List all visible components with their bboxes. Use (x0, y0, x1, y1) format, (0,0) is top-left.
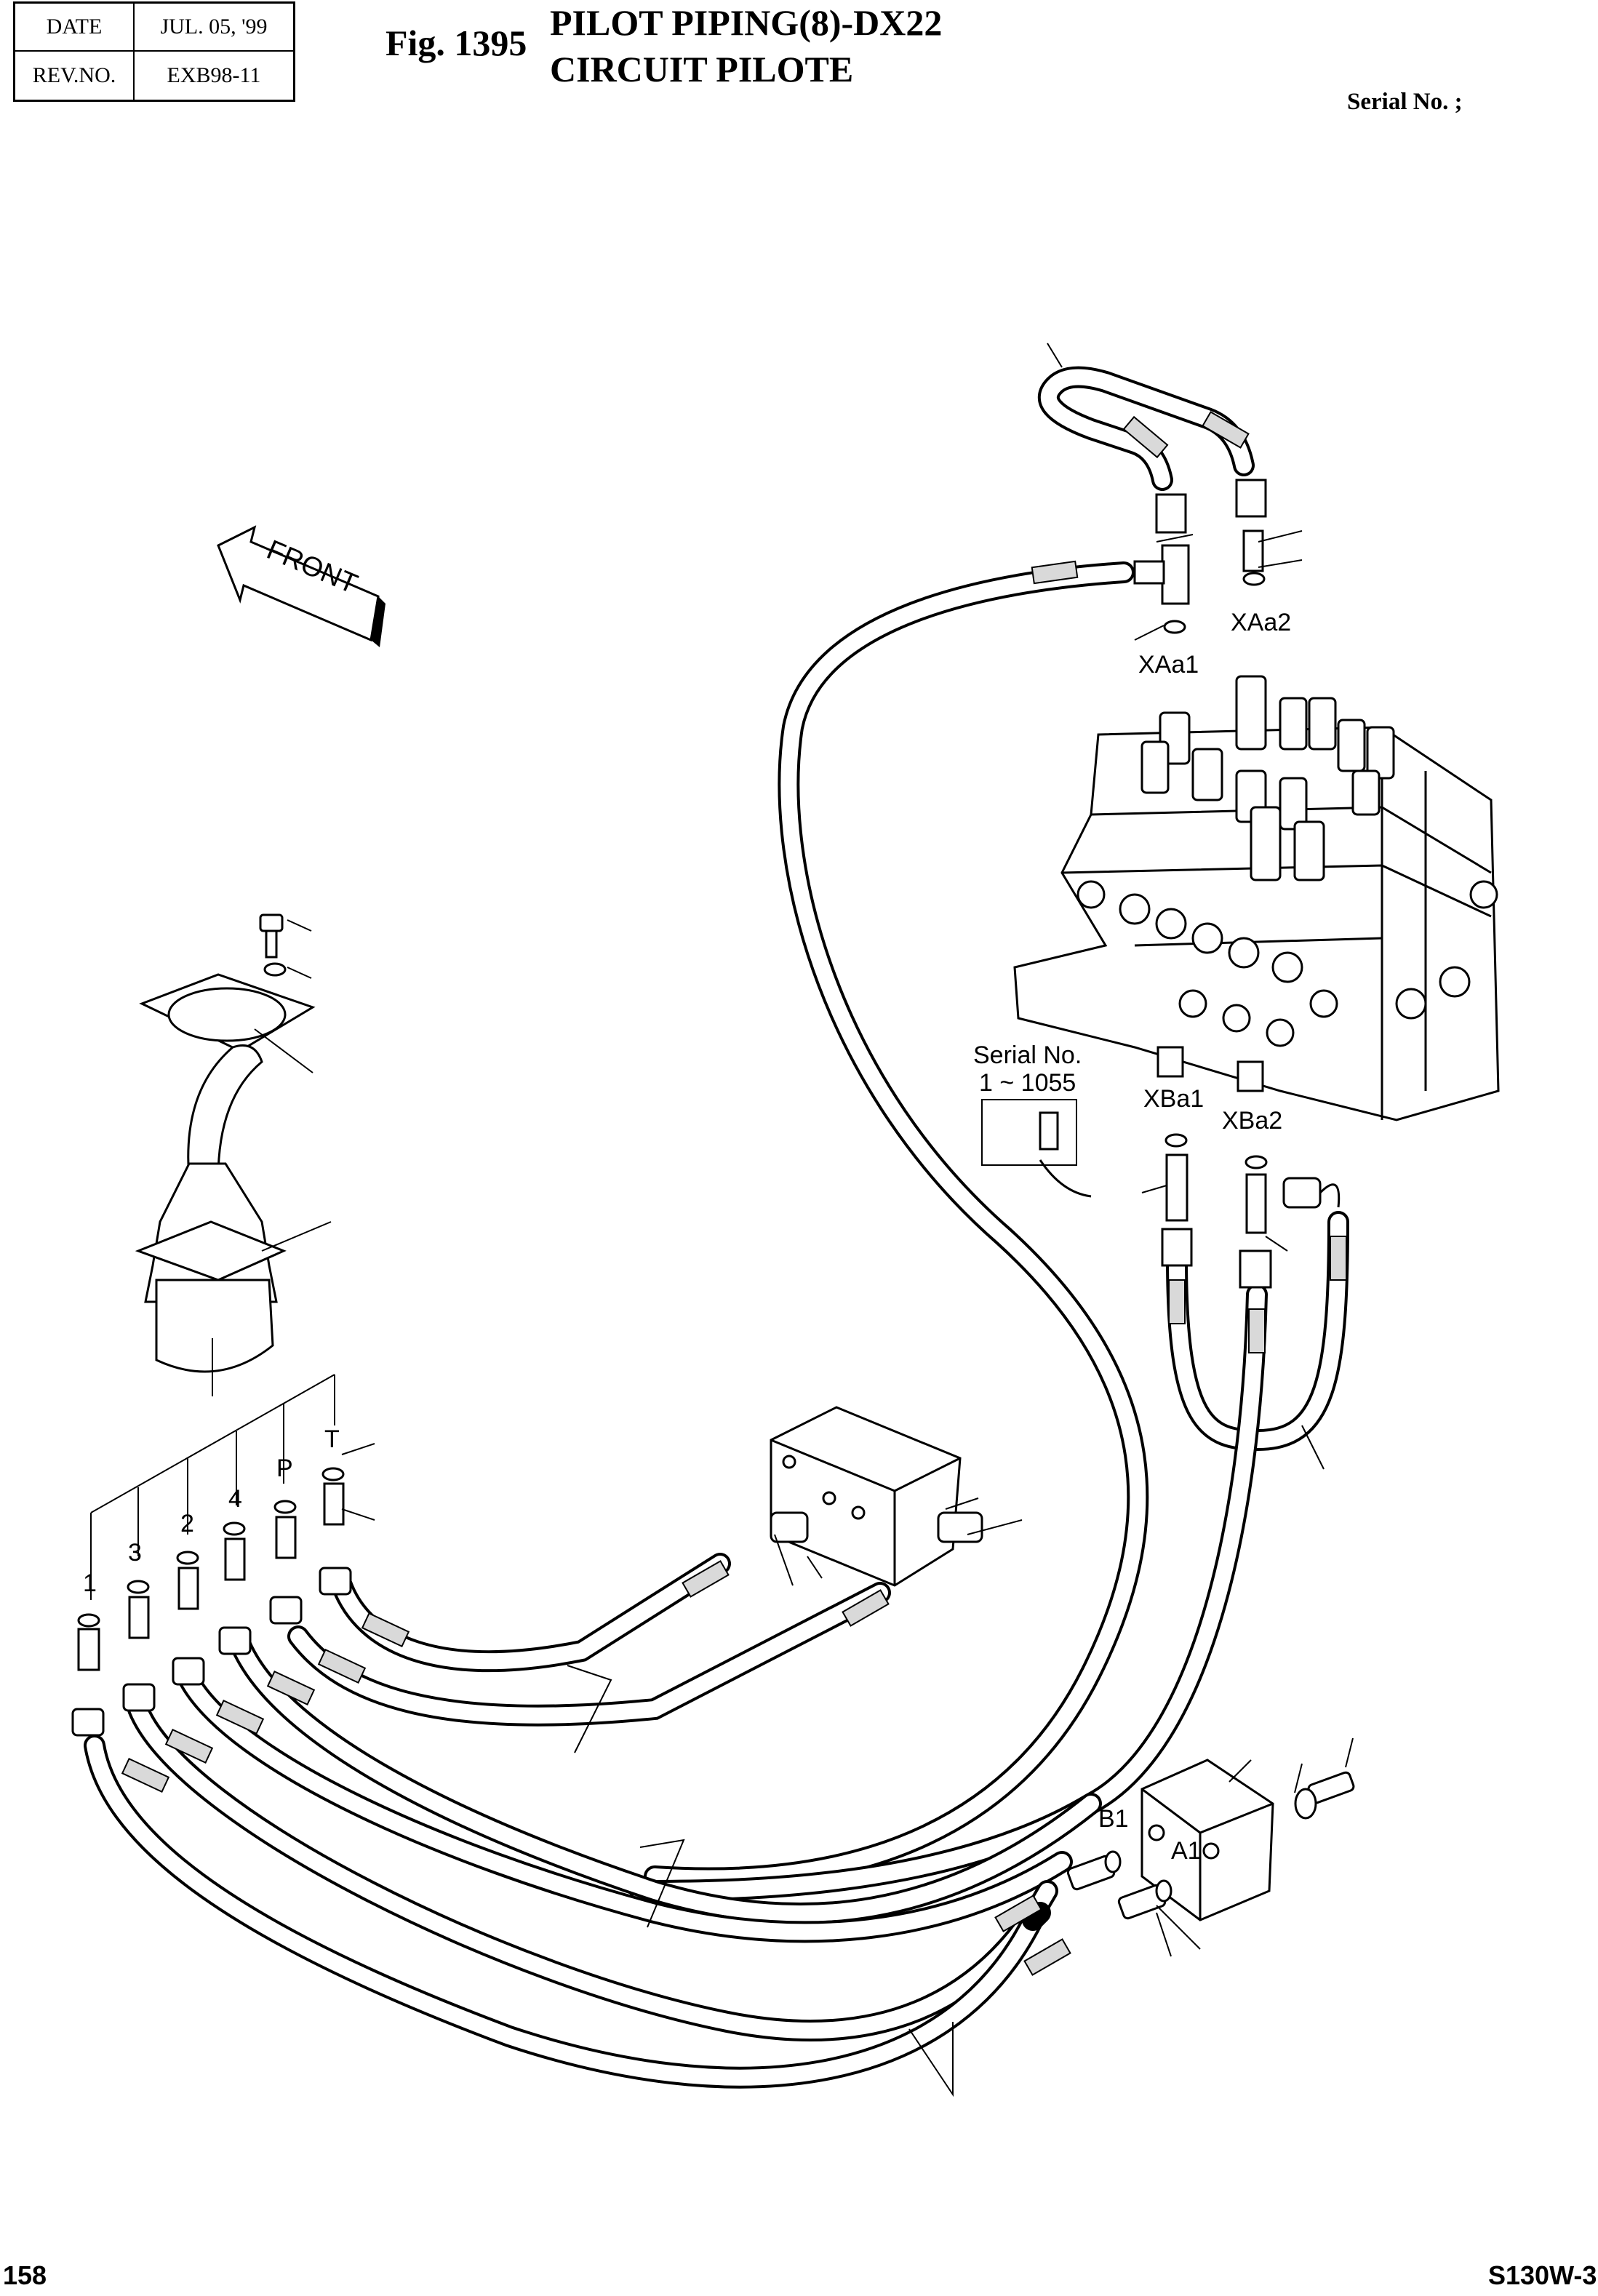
xb-u-hose-inner (1169, 1214, 1346, 1449)
block-washer (1294, 1788, 1317, 1820)
port-label-t: T (324, 1425, 340, 1453)
upper-fittings (1133, 479, 1267, 634)
xb-fittings (1161, 1133, 1341, 1289)
port-label-2: 2 (180, 1510, 194, 1537)
label-b1: B1 (1098, 1805, 1129, 1833)
front-arrow: FRONT (217, 525, 385, 647)
page-number: 158 (3, 2260, 47, 2290)
rev-label: REV.NO. (15, 52, 135, 100)
serial-note-line2: 1 ~ 1055 (979, 1069, 1076, 1097)
port-3-hose-inner (130, 1701, 1055, 2039)
long-hose-inner (647, 564, 1146, 1887)
figure-number: Fig. 1395 (385, 23, 527, 63)
port-4-hose-inner (232, 1636, 1099, 1922)
title-line-1: PILOT PIPING(8)-DX22 (550, 2, 943, 43)
label-xba2: XBa2 (1222, 1107, 1282, 1135)
label-xaa1: XAa1 (1138, 651, 1199, 679)
port-label-1: 1 (83, 1569, 97, 1597)
joystick-body (155, 1279, 274, 1373)
port-label-3: 3 (128, 1539, 142, 1567)
center-junction-block (770, 1406, 983, 1587)
serial-label: Serial No. ; (1347, 89, 1463, 115)
leader-lines (254, 343, 1354, 2097)
washer (263, 962, 287, 977)
tee-fitting-xaa1 (1161, 544, 1190, 605)
date-value: JUL. 05, '99 (135, 4, 293, 52)
control-valve (1013, 675, 1500, 1121)
port-labels: XAa1 XAa2 XBa1 XBa2 B1 A1 (1098, 609, 1291, 1865)
title-line-2: CIRCUIT PILOTE (550, 49, 854, 89)
joystick-port-labels: 1 3 2 4 P T (83, 1425, 340, 1597)
b1-a1-block (1066, 1759, 1355, 1921)
port-2-hose-inner (181, 1672, 1070, 1940)
model-code: S130W-3 (1488, 2260, 1597, 2290)
valve-spools (1140, 675, 1395, 881)
rev-value: EXB98-11 (167, 63, 261, 87)
port-1-hose-inner (87, 1737, 1041, 2086)
label-xaa2: XAa2 (1231, 609, 1291, 636)
port-t-hose-inner (334, 1556, 728, 1670)
lever-handle (187, 1044, 263, 1180)
nipple-xaa2 (1242, 529, 1264, 572)
label-xba1: XBa1 (1143, 1085, 1204, 1113)
joystick-assembly (135, 913, 316, 1373)
serial-note-inset: Serial No. 1 ~ 1055 (973, 1041, 1092, 1198)
base-flange (135, 1220, 287, 1281)
port-label-4: 4 (228, 1485, 242, 1513)
revision-table: DATE JUL. 05, '99 REV.NO. EXB98-11 (13, 1, 295, 102)
port-bracket-lines (90, 1338, 335, 1600)
b1-hose-outer (1022, 1902, 1051, 1931)
valve-ports (1076, 880, 1498, 1047)
hose-crimp-marks (121, 411, 1347, 1976)
elbow-xba2 (1282, 1177, 1322, 1209)
port-label-p: P (276, 1455, 293, 1482)
bolt (259, 913, 284, 932)
nipple-xba1 (1165, 1153, 1188, 1222)
serial-note-line1: Serial No. (973, 1041, 1082, 1069)
label-a1: A1 (1171, 1837, 1202, 1865)
date-label: DATE (15, 4, 135, 52)
nipple-xba2 (1245, 1173, 1267, 1234)
joystick-port-fittings (71, 1467, 352, 1737)
